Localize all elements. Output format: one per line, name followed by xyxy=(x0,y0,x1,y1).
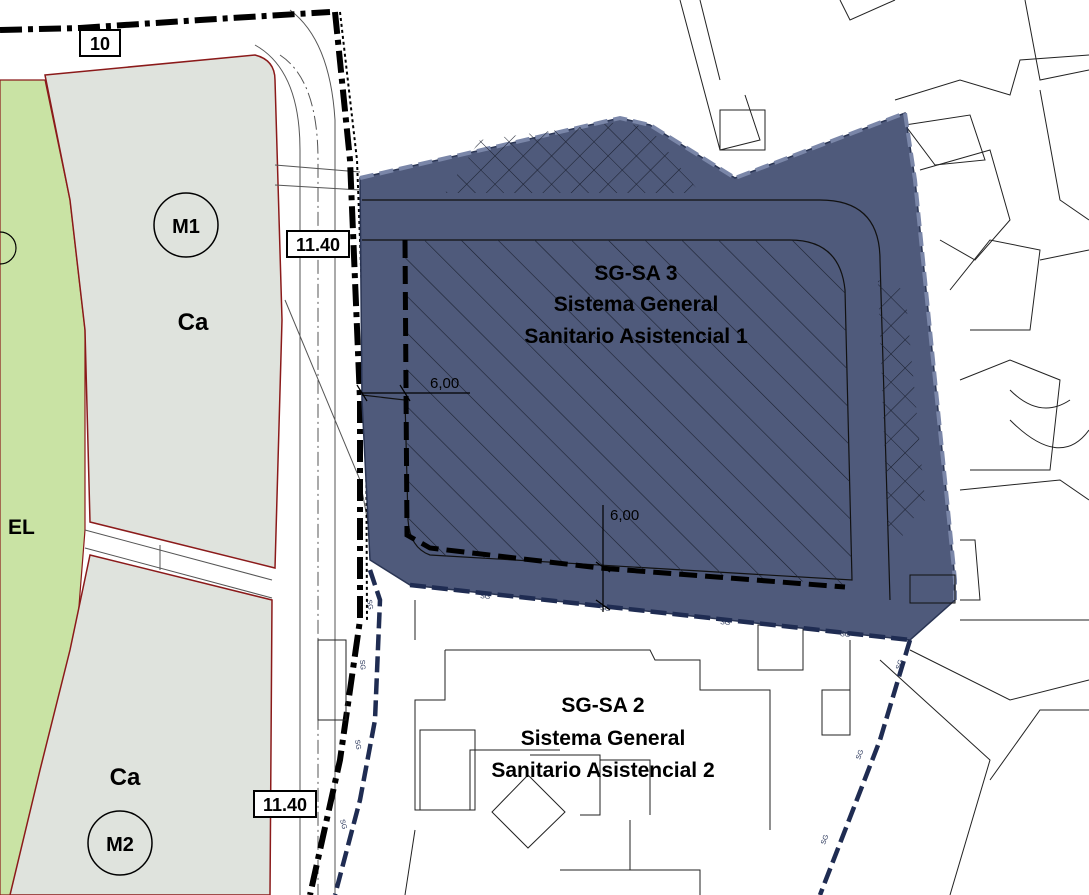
sg-boundary-markers: SG SG SG SG SG SG SG SG SG SG SG xyxy=(338,593,905,846)
road-lines xyxy=(84,9,376,895)
dim-left-setback: 6,00 xyxy=(430,375,459,392)
plot-m1-code: M1 xyxy=(172,216,200,238)
sg-sa2-line2: Sanitario Asistencial 2 xyxy=(491,759,714,782)
plot-m2-circle xyxy=(87,810,153,876)
street-width-mid: 11.40 xyxy=(286,230,350,258)
building-line xyxy=(402,239,846,590)
svg-text:SG: SG xyxy=(840,631,851,639)
svg-text:SG: SG xyxy=(855,749,865,761)
svg-text:SG: SG xyxy=(480,593,491,601)
dim-bottom-setback: 6,00 xyxy=(610,507,639,524)
crosshatch-top xyxy=(445,122,700,193)
green-zone-label: EL xyxy=(8,516,35,539)
svg-text:11.40: 11.40 xyxy=(263,795,307,815)
plot-m2-use: Ca xyxy=(110,764,141,791)
sg-sa3-line1: Sistema General xyxy=(554,293,719,316)
sg-sa3-code: SG-SA 3 xyxy=(594,262,677,285)
plot-m1-use: Ca xyxy=(178,309,209,336)
limit-line xyxy=(0,9,363,895)
svg-text:11.40: 11.40 xyxy=(296,235,340,255)
plot-m2-code: M2 xyxy=(106,834,134,856)
street-width-bottom: 11.40 xyxy=(253,790,317,818)
plot-m1-circle xyxy=(153,192,219,258)
hatched-building-zone xyxy=(405,240,852,585)
sg-sa2-boundary xyxy=(332,569,913,895)
svg-text:SG: SG xyxy=(820,834,830,846)
crosshatch-right xyxy=(878,280,925,540)
svg-text:SG: SG xyxy=(720,619,731,627)
plot-m2 xyxy=(9,554,273,895)
sg-sa3-line2: Sanitario Asistencial 1 xyxy=(524,325,748,348)
sg-sa2-line1: Sistema General xyxy=(521,727,686,750)
sg-sa3-boundary xyxy=(359,110,957,600)
street-width-top: 10 xyxy=(79,29,121,57)
svg-text:SG: SG xyxy=(365,599,374,610)
svg-text:10: 10 xyxy=(90,34,110,54)
plot-m1 xyxy=(44,54,283,569)
partial-marker-circle xyxy=(0,231,17,265)
svg-text:SG: SG xyxy=(358,660,366,671)
svg-text:SG: SG xyxy=(600,605,611,613)
sg-sa2-code: SG-SA 2 xyxy=(561,694,644,717)
svg-text:SG: SG xyxy=(895,659,905,671)
svg-text:SG: SG xyxy=(338,819,347,831)
dimension-lines xyxy=(356,384,611,612)
svg-text:SG: SG xyxy=(353,739,362,750)
